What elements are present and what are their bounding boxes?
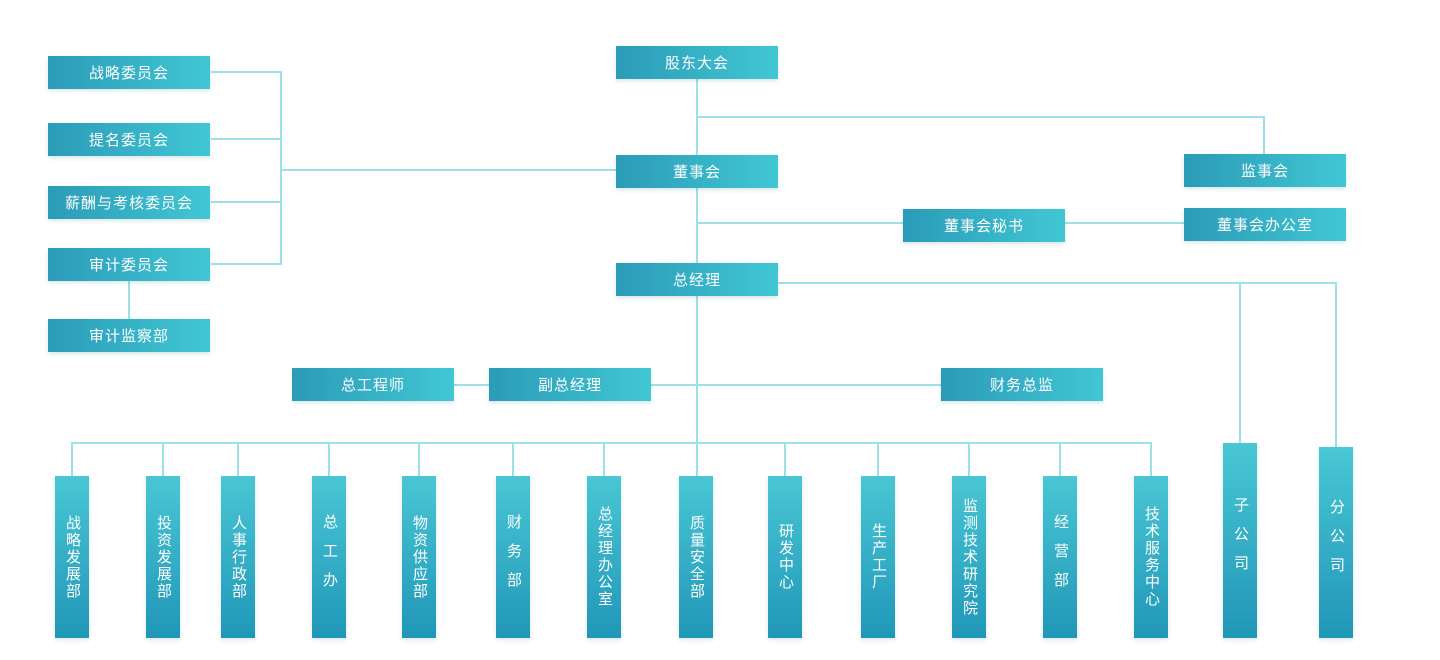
connector-line — [211, 71, 281, 73]
node-label: 财务部 — [505, 513, 522, 601]
connector-line — [512, 443, 514, 476]
node-nomination-committee[interactable]: 提名委员会 — [48, 123, 210, 156]
node-label: 董事会秘书 — [943, 218, 1024, 235]
connector-line — [328, 443, 330, 476]
node-board-office[interactable]: 董事会办公室 — [1184, 208, 1346, 241]
node-label: 股东大会 — [664, 55, 729, 72]
connector-line — [453, 384, 489, 386]
node-label: 审计监察部 — [88, 328, 169, 345]
node-label: 质量安全部 — [688, 514, 705, 600]
node-label: 监测技术研究院 — [961, 497, 978, 617]
node-label: 经营部 — [1052, 513, 1069, 601]
connector-line — [211, 201, 281, 203]
node-label: 提名委员会 — [88, 132, 169, 149]
connector-line — [696, 296, 698, 476]
node-dept-monitoring-research-institute[interactable]: 监测技术研究院 — [952, 476, 986, 638]
node-dept-rnd-center[interactable]: 研发中心 — [768, 476, 802, 638]
connector-line — [778, 282, 1337, 284]
connector-line — [211, 138, 281, 140]
node-dept-hr-administration[interactable]: 人事行政部 — [221, 476, 255, 638]
node-board-secretary[interactable]: 董事会秘书 — [903, 209, 1065, 242]
node-label: 研发中心 — [777, 523, 794, 591]
node-label: 副总经理 — [537, 377, 602, 394]
node-remuneration-committee[interactable]: 薪酬与考核委员会 — [48, 186, 210, 219]
node-label: 物资供应部 — [411, 514, 428, 600]
node-label: 生产工厂 — [870, 523, 887, 591]
connector-line — [603, 443, 605, 476]
node-label: 薪酬与考核委员会 — [64, 195, 193, 212]
node-chief-engineer[interactable]: 总工程师 — [292, 368, 454, 401]
node-supervisory-board[interactable]: 监事会 — [1184, 154, 1346, 187]
node-label: 战略发展部 — [64, 514, 81, 600]
node-dept-investment-development[interactable]: 投资发展部 — [146, 476, 180, 638]
connector-line — [877, 443, 879, 476]
connector-line — [71, 443, 73, 476]
node-finance-director[interactable]: 财务总监 — [941, 368, 1103, 401]
node-label: 总经理办公室 — [596, 506, 613, 608]
connector-line — [1065, 222, 1184, 224]
connector-line — [280, 169, 617, 171]
node-label: 监事会 — [1240, 163, 1289, 180]
node-dept-quality-safety[interactable]: 质量安全部 — [679, 476, 713, 638]
connector-line — [650, 384, 941, 386]
node-deputy-general-manager[interactable]: 副总经理 — [489, 368, 651, 401]
node-label: 技术服务中心 — [1143, 506, 1160, 608]
node-label: 董事会 — [672, 164, 721, 181]
connector-line — [1239, 282, 1241, 443]
connector-line — [211, 263, 281, 265]
connector-line — [71, 442, 1152, 444]
node-dept-strategic-development[interactable]: 战略发展部 — [55, 476, 89, 638]
node-dept-material-supply[interactable]: 物资供应部 — [402, 476, 436, 638]
node-label: 董事会办公室 — [1216, 217, 1313, 234]
node-general-manager[interactable]: 总经理 — [616, 263, 778, 296]
node-dept-chief-engineer-office[interactable]: 总工办 — [312, 476, 346, 638]
node-label: 审计委员会 — [88, 257, 169, 274]
node-label: 财务总监 — [989, 377, 1054, 394]
connector-line — [237, 443, 239, 476]
connector-line — [128, 281, 130, 319]
connector-line — [1335, 282, 1337, 447]
node-strategy-committee[interactable]: 战略委员会 — [48, 56, 210, 89]
connector-line — [696, 222, 903, 224]
connector-line — [1263, 116, 1265, 154]
connector-line — [162, 443, 164, 476]
node-dept-technical-service-center[interactable]: 技术服务中心 — [1134, 476, 1168, 638]
node-audit-committee[interactable]: 审计委员会 — [48, 248, 210, 281]
node-dept-operations[interactable]: 经营部 — [1043, 476, 1077, 638]
node-label: 总工程师 — [340, 377, 405, 394]
connector-line — [696, 188, 698, 263]
node-dept-production-factory[interactable]: 生产工厂 — [861, 476, 895, 638]
node-shareholders-meeting[interactable]: 股东大会 — [616, 46, 778, 79]
node-dept-gm-office[interactable]: 总经理办公室 — [587, 476, 621, 638]
node-label: 子公司 — [1232, 497, 1249, 584]
connector-line — [696, 116, 1265, 118]
connector-line — [280, 71, 282, 265]
node-label: 总经理 — [672, 272, 721, 289]
node-label: 投资发展部 — [155, 514, 172, 600]
connector-line — [968, 443, 970, 476]
node-dept-finance[interactable]: 财务部 — [496, 476, 530, 638]
node-branch-company[interactable]: 分公司 — [1319, 447, 1353, 638]
node-audit-supervision-dept[interactable]: 审计监察部 — [48, 319, 210, 352]
node-subsidiary-company[interactable]: 子公司 — [1223, 443, 1257, 638]
node-label: 总工办 — [321, 513, 338, 601]
connector-line — [1150, 443, 1152, 476]
node-label: 人事行政部 — [230, 514, 247, 600]
connector-line — [1059, 443, 1061, 476]
connector-line — [784, 443, 786, 476]
node-label: 战略委员会 — [88, 65, 169, 82]
node-board-of-directors[interactable]: 董事会 — [616, 155, 778, 188]
node-label: 分公司 — [1328, 499, 1345, 586]
connector-line — [418, 443, 420, 476]
